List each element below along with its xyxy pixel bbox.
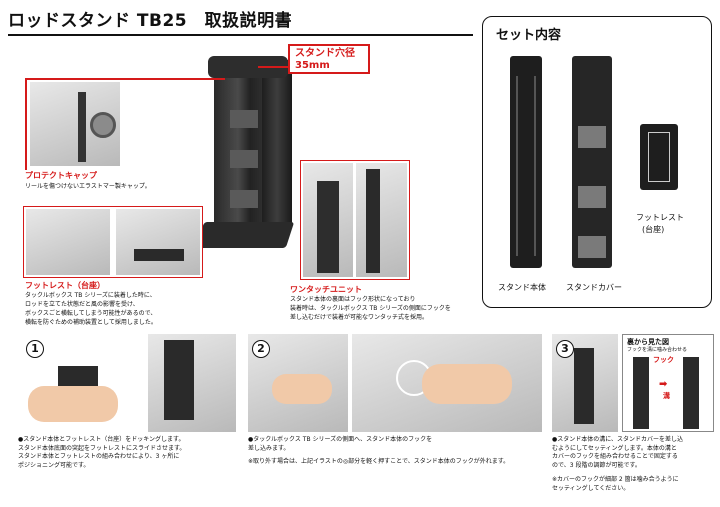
rod-stand-top (208, 56, 288, 78)
callout-label: スタンド穴径 (295, 48, 355, 59)
onetouch-photo-frame (300, 160, 410, 280)
step1-photo-b (148, 334, 236, 432)
step-text-line: ●スタンド本体の溝に、スタンドカバーを差し込 (552, 436, 684, 443)
step-text-line: ●スタンド本体とフットレスト（台座）をドッキングします。 (18, 436, 185, 443)
footrest-desc-line: ロッドを立てた状態だと風の影響を受け、 (25, 301, 139, 308)
footrest-desc: タックルボックス TB シリーズに装着した時に、 ロッドを立てた状態だと風の影響… (25, 291, 157, 327)
cover-window (578, 186, 606, 208)
set-contents-title: セット内容 (496, 28, 562, 43)
step-text-line: スタンド本体底面の突起をフットレストにスライドさせます。 (18, 444, 186, 452)
footrest-desc-line: 横転を防ぐための補助装置として採用しました。 (25, 319, 157, 326)
onetouch-desc-line: スタンド本体の裏面はフック形状になっており (290, 296, 416, 303)
set-item-footrest-sub: (台座) (642, 225, 665, 234)
title-divider (8, 34, 473, 36)
footrest-photo-frame (23, 206, 203, 278)
stand-window (230, 110, 258, 128)
stand-body-part (510, 56, 542, 268)
footrest-part-detail (648, 132, 670, 182)
step-text-line: むようにしてセッティングします。本体の溝と (552, 444, 677, 452)
step-2-number: 2 (252, 340, 270, 358)
set-contents-panel (482, 16, 712, 308)
onetouch-desc-line: 差し込むだけで装着が可能なワンタッチ式を採用。 (290, 314, 429, 321)
onetouch-desc: スタンド本体の裏面はフック形状になっており 装着時は、タックルボックス TB シ… (290, 295, 451, 322)
stand-side-illustration (317, 181, 339, 273)
rod-stand-cover-illustration (262, 60, 292, 230)
callout-value: 35mm (295, 60, 330, 71)
footrest-photo-a (26, 209, 110, 275)
hook-illustration (366, 169, 380, 273)
onetouch-photo-a (303, 163, 353, 277)
footrest-part (640, 124, 678, 190)
step-2-note: ※取り外す場合は、上記イラストの◎部分を軽く押すことで、スタンド本体のフックが外… (248, 458, 510, 465)
hand-illustration (272, 374, 332, 404)
hand-illustration (28, 386, 118, 422)
footrest-illustration (134, 249, 184, 261)
back-view-panel: 裏から見た図 フックを溝に噛み合わせる フック 溝 ➡ (622, 334, 714, 432)
section-bracket (25, 78, 27, 170)
onetouch-label: ワンタッチユニット (290, 285, 362, 294)
step-1-text: ●スタンド本体とフットレスト（台座）をドッキングします。 スタンド本体底面の突起… (18, 436, 185, 470)
cover-window (578, 126, 606, 148)
cover-window (578, 236, 606, 258)
protect-cap-desc: リールを傷つけないエラストマー製キャップ。 (25, 183, 151, 190)
footrest-desc-line: タックルボックス TB シリーズに装着した時に、 (25, 292, 156, 299)
set-item-stand-cover: スタンドカバー (566, 283, 622, 292)
stand-body-groove (516, 76, 536, 256)
onetouch-desc-line: 装着時は、タックルボックス TB シリーズの側面にフックを (290, 305, 451, 312)
step-text-line: 差し込みます。 (248, 444, 290, 452)
stand-cover-part (572, 56, 612, 268)
step-3-text: ●スタンド本体の溝に、スタンドカバーを差し込 むようにしてセッティングします。本… (552, 436, 683, 470)
step-text-line: カバーのフックを組み合わせることで固定する (552, 453, 678, 460)
onetouch-photo-b (356, 163, 407, 277)
step-1-number: 1 (26, 340, 44, 358)
groove-label: 溝 (663, 392, 670, 400)
back-view-title: 裏から見た図 (627, 338, 669, 346)
stand-back-illustration (633, 357, 649, 429)
step-text-line: ●タックルボックス TB シリーズの側面へ、スタンド本体のフックを (248, 436, 433, 443)
reel-illustration (90, 112, 116, 138)
footrest-photo-b (116, 209, 200, 275)
protect-cap-label: プロテクトキャップ (25, 171, 97, 180)
set-item-stand-body: スタンド本体 (498, 283, 546, 292)
footrest-illustration (58, 366, 98, 386)
step-3-note: ※カバーのフックが細部 2 箇は噛み合うように セッティングしてください。 (552, 476, 679, 493)
cover-back-illustration (683, 357, 699, 429)
step-text-line: ので、3 段階の調節が可能です。 (552, 461, 641, 469)
step-2-text: ●タックルボックス TB シリーズの側面へ、スタンド本体のフックを 差し込みます… (248, 436, 432, 453)
stand-window (230, 150, 258, 168)
callout-leader (258, 66, 288, 68)
step-text-line: スタンド本体とフットレストの組み合わせにより、3 ヶ所に (18, 453, 180, 460)
arrow-right-icon: ➡ (659, 379, 668, 390)
hook-label: フック (653, 356, 674, 364)
set-item-footrest: フットレスト (636, 213, 684, 222)
stand-window (230, 190, 258, 208)
page-title: ロッドスタンド TB25 取扱説明書 (8, 11, 293, 31)
back-view-sub: フックを溝に噛み合わせる (627, 347, 688, 353)
section-bracket (25, 78, 225, 80)
hand-illustration (422, 364, 512, 404)
footrest-label: フットレスト（台座） (25, 281, 105, 290)
stand-illustration (164, 340, 194, 420)
stand-illustration (574, 348, 594, 424)
step-note-line: ※カバーのフックが細部 2 箇は噛み合うように (552, 476, 679, 483)
step-text-line: ポジショニング可能です。 (18, 461, 90, 469)
footrest-illustration (195, 222, 295, 248)
rod-illustration (78, 92, 86, 162)
step-note-line: セッティングしてください。 (552, 484, 630, 492)
protect-cap-photo (30, 82, 120, 166)
hole-diameter-callout: スタンド穴径 35mm (288, 44, 370, 74)
step-3-number: 3 (556, 340, 574, 358)
footrest-desc-line: ボックスごと横転してしまう可能性があるので、 (25, 310, 157, 317)
step2-photo-b (352, 334, 542, 432)
